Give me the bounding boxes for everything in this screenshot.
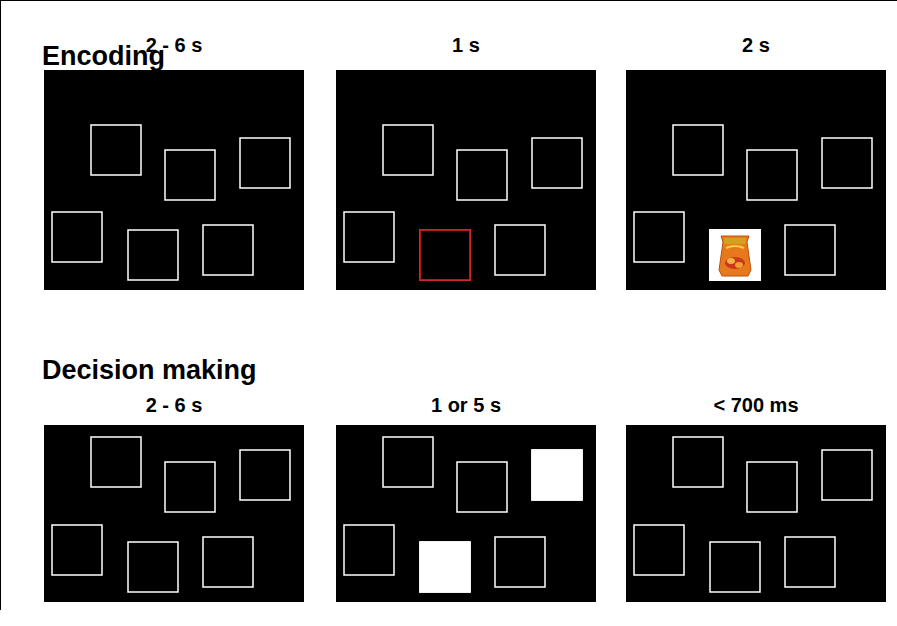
- duration-label: 1 or 5 s: [336, 392, 596, 418]
- duration-label: < 700 ms: [626, 392, 886, 418]
- screen-panel: < 700 ms: [626, 392, 886, 602]
- duration-label: 1 s: [336, 32, 596, 58]
- section-heading: Encoding: [42, 40, 165, 72]
- screen-panel: 2 s: [626, 32, 886, 290]
- screen-panel: 1 or 5 s: [336, 392, 596, 602]
- duration-label: 2 - 6 s: [44, 392, 304, 418]
- duration-label: 2 s: [626, 32, 886, 58]
- screen-panel: 2 - 6 s: [44, 392, 304, 602]
- screen-panel: 1 s: [336, 32, 596, 290]
- section-heading: Decision making: [42, 354, 257, 386]
